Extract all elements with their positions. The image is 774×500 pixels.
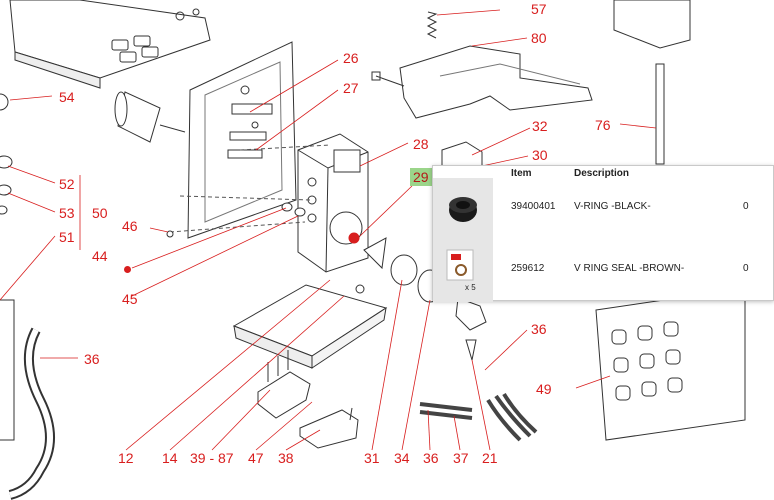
cylinder-drawing xyxy=(114,91,186,143)
callout-21[interactable]: 21 xyxy=(482,450,498,466)
callout-46[interactable]: 46 xyxy=(122,218,138,234)
callout-36-bottom[interactable]: 36 xyxy=(423,450,439,466)
callout-51[interactable]: 51 xyxy=(59,229,75,245)
callout-36-left[interactable]: 36 xyxy=(84,351,100,367)
right-panel-drawing xyxy=(595,287,746,441)
callout-38[interactable]: 38 xyxy=(278,450,294,466)
left-hose-core xyxy=(9,328,53,498)
callout-39-87[interactable]: 39 - 87 xyxy=(190,450,234,466)
part-details-popup: Item Description 39400401 V-RING -BLACK-… xyxy=(432,165,774,302)
callout-47[interactable]: 47 xyxy=(248,450,264,466)
callout-14[interactable]: 14 xyxy=(162,450,178,466)
callout-49[interactable]: 49 xyxy=(536,381,552,397)
back-plate-drawing xyxy=(187,41,297,239)
column-header-item: Item xyxy=(511,168,532,179)
callout-31[interactable]: 31 xyxy=(364,450,380,466)
item-description: V-RING -BLACK- xyxy=(574,201,651,212)
callout-27[interactable]: 27 xyxy=(343,80,359,96)
hopper-drawing xyxy=(371,45,593,119)
hoses-drawing xyxy=(419,392,538,442)
item-number: 259612 xyxy=(511,263,545,274)
left-rings-drawing xyxy=(0,93,13,215)
seal-pack-icon xyxy=(446,249,474,281)
part-thumbnail[interactable]: x 5 xyxy=(433,240,493,302)
callout-26[interactable]: 26 xyxy=(343,50,359,66)
callout-leader-lines xyxy=(0,9,657,451)
callout-36-right[interactable]: 36 xyxy=(531,321,547,337)
column-header-description: Description xyxy=(574,168,630,179)
exploded-parts-diagram xyxy=(0,0,746,500)
callout-34[interactable]: 34 xyxy=(394,450,410,466)
item-extra-column: 0 xyxy=(743,263,749,274)
top-left-tray-drawing xyxy=(9,0,211,89)
callout-80[interactable]: 80 xyxy=(531,30,547,46)
black-v-ring-icon xyxy=(449,197,477,222)
callout-76[interactable]: 76 xyxy=(595,117,611,133)
callout-52[interactable]: 52 xyxy=(59,176,75,192)
callout-32[interactable]: 32 xyxy=(532,118,548,134)
callout-54[interactable]: 54 xyxy=(59,89,75,105)
quantity-label: x 5 xyxy=(465,283,476,292)
callout-57[interactable]: 57 xyxy=(531,1,547,17)
callout-29-highlighted[interactable]: 29 xyxy=(410,168,432,186)
callout-44[interactable]: 44 xyxy=(92,248,108,264)
hose-fitting-drawing xyxy=(465,339,477,361)
callout-45[interactable]: 45 xyxy=(122,291,138,307)
callout-30[interactable]: 30 xyxy=(532,147,548,163)
part-thumbnail[interactable] xyxy=(433,178,493,240)
valve-box-drawing xyxy=(297,133,369,273)
item-description: V RING SEAL -BROWN- xyxy=(574,263,685,274)
item-extra-column: 0 xyxy=(743,201,749,212)
left-tank-drawing xyxy=(0,299,15,441)
callout-12[interactable]: 12 xyxy=(118,450,134,466)
part-row[interactable]: x 5 259612 V RING SEAL -BROWN- 0 xyxy=(433,240,773,302)
red-marker-dot xyxy=(124,266,131,273)
callout-53[interactable]: 53 xyxy=(59,205,75,221)
callout-50[interactable]: 50 xyxy=(92,205,108,221)
connector-drawing xyxy=(257,350,359,449)
item-number: 39400401 xyxy=(511,201,556,212)
drip-tray-drawing xyxy=(232,284,388,369)
callout-37[interactable]: 37 xyxy=(453,450,469,466)
spring-drawing xyxy=(426,11,438,39)
callout-28[interactable]: 28 xyxy=(413,136,429,152)
right-rod-drawing xyxy=(613,0,691,165)
part-row[interactable]: 39400401 V-RING -BLACK- 0 xyxy=(433,178,773,240)
